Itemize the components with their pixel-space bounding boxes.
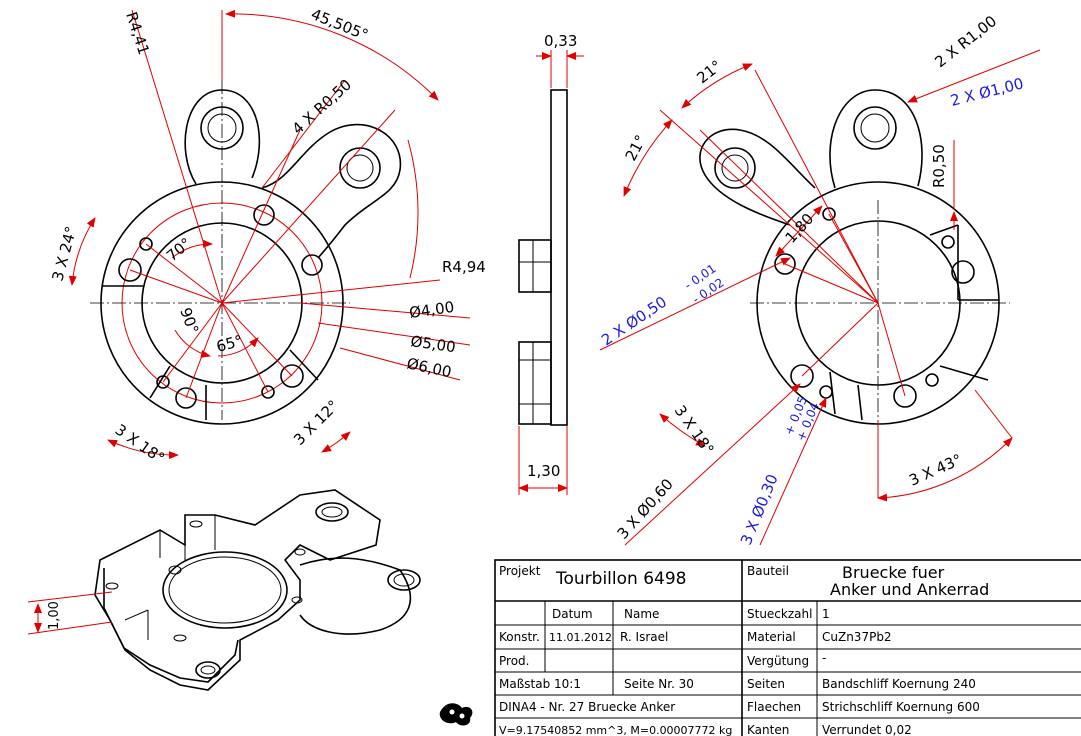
dim-d500: Ø5,00 xyxy=(409,332,456,356)
dim-d600: Ø6,00 xyxy=(405,354,453,381)
isometric-view xyxy=(27,489,421,691)
tb-stueckzahl-value: 1 xyxy=(822,607,830,621)
dim-90: 90° xyxy=(176,305,202,336)
dim-r494: R4,94 xyxy=(442,258,486,276)
logo-icon xyxy=(439,703,473,726)
tb-material-value: CuZn37Pb2 xyxy=(822,630,892,644)
tb-material-label: Material xyxy=(747,630,796,644)
tb-name-label: Name xyxy=(624,607,659,621)
tb-flaechen-value: Strichschliff Koernung 600 xyxy=(822,700,980,714)
tb-prod-label: Prod. xyxy=(499,654,529,668)
dim-3x43: 3 X 43° xyxy=(906,450,964,489)
dim-130: 1,30 xyxy=(527,462,560,480)
iso-bore xyxy=(162,551,288,629)
tb-bauteil-value-2: Anker und Ankerrad xyxy=(830,580,989,599)
tb-konstr-date: 11.01.2012 xyxy=(549,631,612,644)
dim-d400: Ø4,00 xyxy=(408,298,455,322)
dim-3xd030: 3 X Ø0,30 xyxy=(737,472,782,548)
left-lug xyxy=(699,128,816,226)
title-block xyxy=(494,559,1081,736)
tb-bauteil-label: Bauteil xyxy=(747,564,789,578)
dim-21-left: 21° xyxy=(622,132,650,164)
right-lug xyxy=(829,89,923,189)
tb-stueckzahl-label: Stueckzahl xyxy=(747,607,812,621)
tb-massstab: Maßstab 10:1 xyxy=(499,677,581,691)
dim-45505: 45,505° xyxy=(309,5,371,44)
dim-3xd060: 3 X Ø0,60 xyxy=(614,475,677,542)
tb-projekt-value: Tourbillon 6498 xyxy=(555,569,686,589)
dim-4xr050: 4 X R0,50 xyxy=(289,76,355,138)
dim-r050: R0,50 xyxy=(930,144,948,188)
dim-2xr100: 2 X R1,00 xyxy=(931,12,1000,71)
tb-seiten-value: Bandschliff Koernung 240 xyxy=(822,677,976,691)
dim-3x18-right: 3 X 18° xyxy=(671,402,718,458)
dim-2xd100: 2 X Ø1,00 xyxy=(949,74,1026,110)
dim-033: 0,33 xyxy=(544,32,577,50)
tb-flaechen-label: Flaechen xyxy=(747,700,801,714)
tb-kanten-value: Verrundet 0,02 xyxy=(822,723,912,736)
tb-seiten-label: Seiten xyxy=(747,677,785,691)
tb-verguetung-label: Vergütung xyxy=(747,654,809,668)
right-view xyxy=(599,49,1041,546)
iso-arm xyxy=(299,557,412,635)
tb-volume: V=9.17540852 mm^3, M=0.00007772 kg xyxy=(499,724,732,736)
right-arm xyxy=(261,123,402,259)
tb-seite: Seite Nr. 30 xyxy=(624,677,694,691)
left-view xyxy=(68,9,471,460)
tb-bauteil-value-1: Bruecke fuer xyxy=(842,563,945,582)
tb-konstr-name: R. Israel xyxy=(620,630,668,644)
tb-projekt-label: Projekt xyxy=(499,564,541,578)
tb-format: DINA4 - Nr. 27 Bruecke Anker xyxy=(499,700,675,714)
tb-konstr-label: Konstr. xyxy=(499,630,540,644)
dim-180: 1,80 xyxy=(782,210,818,247)
tb-datum-label: Datum xyxy=(552,607,593,621)
dim-21-top: 21° xyxy=(693,57,725,88)
side-view xyxy=(518,50,584,495)
dim-3x12: 3 X 12° xyxy=(290,397,342,449)
dim-3x18-left: 3 X 18° xyxy=(112,421,168,468)
dim-100: 1,00 xyxy=(47,601,62,630)
dim-3x24: 3 X 24° xyxy=(48,224,80,283)
tb-verguetung-value: - xyxy=(822,651,826,665)
dim-65: 65° xyxy=(214,332,244,356)
tb-kanten-label: Kanten xyxy=(747,723,789,736)
dim-r441: R4,41 xyxy=(122,10,153,57)
